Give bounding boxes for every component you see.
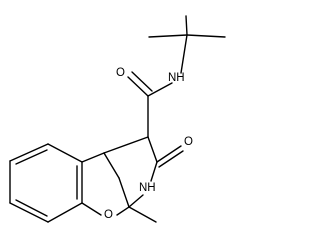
- bond-lactam-carbon-to-nh: [150, 161, 158, 182]
- bond-nh-to-carbonyl-carbon: [147, 82, 173, 97]
- lactam-ring: [103, 136, 184, 208]
- lactam-nh-label: NH: [139, 182, 156, 194]
- amide-nh-label: NH: [168, 72, 185, 84]
- bond-tbu-methyl-right: [186, 34, 226, 38]
- amide-carbonyl-oxygen-label: O: [116, 67, 125, 79]
- bond-ch-to-bridgehead: [103, 136, 149, 154]
- bond-aryl-c7-c3: [47, 202, 83, 223]
- bond-tbu-methyl-top: [185, 15, 188, 36]
- tert-butyl-group: [148, 15, 226, 74]
- bond-quaternary-carbon-methyl: [128, 206, 157, 223]
- bond-lactam-co-double-2: [158, 150, 184, 168]
- molecule-drawing: NH O O NH O: [9, 15, 226, 223]
- bond-tbu-methyl-left: [148, 34, 188, 38]
- bond-aryl-c4-c5-inner: [15, 149, 48, 165]
- bond-aryl-c6-c7: [9, 202, 49, 223]
- bond-bridgehead-to-ch2: [103, 152, 120, 179]
- benzene-ring: [9, 143, 105, 223]
- bond-carbonyl-double-1: [127, 76, 149, 97]
- ether-oxygen-label: O: [104, 209, 113, 221]
- bond-ch-to-lactam-carbon: [147, 136, 158, 163]
- lactam-carbonyl-oxygen-label: O: [184, 136, 193, 148]
- bond-quaternary-carbon-to-oxygen: [116, 206, 130, 216]
- bond-aryl-c2-c4: [47, 143, 83, 163]
- bond-tbu-to-nh: [180, 34, 188, 74]
- bond-aryl-c6-c7-inner: [15, 199, 48, 217]
- bond-lactam-co-double-1: [156, 145, 182, 163]
- bond-aryl-c4-c5: [9, 143, 49, 162]
- bond-oxygen-to-aryl: [81, 202, 102, 216]
- bond-carbonyl-double-2: [131, 71, 153, 92]
- bond-aryl-c1-c2: [81, 152, 105, 163]
- carboxamide-group: [127, 71, 173, 138]
- bond-nh-to-quaternary-carbon: [128, 194, 144, 208]
- structure-canvas: NH O O NH O: [9, 15, 226, 223]
- bond-ch2-to-quaternary-carbon: [118, 177, 130, 208]
- bridge-bonds: [81, 152, 157, 223]
